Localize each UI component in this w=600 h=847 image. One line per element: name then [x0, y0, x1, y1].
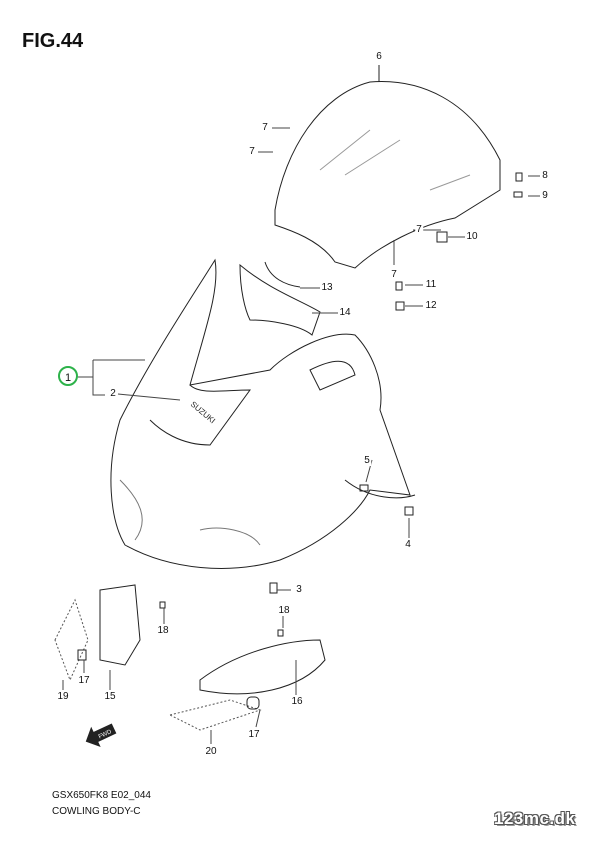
callout-8[interactable]: 8 — [541, 170, 549, 181]
callout-7[interactable]: 7 — [261, 122, 269, 133]
callout-1-highlighted[interactable]: 1 — [58, 366, 78, 386]
model-code: GSX650FK8 E02_044 — [52, 790, 151, 801]
watermark-logo: 123mc.dk — [494, 809, 576, 828]
trim-part-13 — [264, 261, 301, 288]
callout-5[interactable]: 5 — [363, 455, 371, 466]
callout-17[interactable]: 17 — [247, 729, 261, 740]
callout-18[interactable]: 18 — [156, 625, 170, 636]
callout-18[interactable]: 18 — [277, 605, 291, 616]
callout-4[interactable]: 4 — [404, 539, 412, 550]
callout-12[interactable]: 12 — [424, 300, 438, 311]
callout-15[interactable]: 15 — [103, 691, 117, 702]
callout-13[interactable]: 13 — [320, 282, 334, 293]
callout-10[interactable]: 10 — [465, 231, 479, 242]
inner-panel-part-15 — [99, 584, 141, 666]
suzuki-decal-part-2: SUZUKI — [189, 400, 217, 426]
callout-9[interactable]: 9 — [541, 190, 549, 201]
callout-20[interactable]: 20 — [204, 746, 218, 757]
figure-title: FIG.44 — [22, 30, 84, 52]
section-name: COWLING BODY-C — [52, 806, 141, 817]
callout-17[interactable]: 17 — [77, 675, 91, 686]
callout-14[interactable]: 14 — [338, 307, 352, 318]
callout-16[interactable]: 16 — [290, 696, 304, 707]
callout-3[interactable]: 3 — [295, 584, 303, 595]
callout-11[interactable]: 11 — [424, 279, 438, 290]
lower-cover-part-16 — [199, 639, 326, 695]
callout-19[interactable]: 19 — [56, 691, 70, 702]
forward-arrow-icon: FWD — [85, 723, 117, 748]
callout-6[interactable]: 6 — [375, 51, 383, 62]
panel-part-14 — [239, 263, 321, 336]
cowling-body-part-1 — [110, 258, 411, 569]
callout-7[interactable]: 7 — [248, 146, 256, 157]
svg-text:FWD: FWD — [98, 729, 114, 740]
callout-7[interactable]: 7 — [415, 224, 423, 235]
callout-2[interactable]: 2 — [109, 388, 117, 399]
mesh-part-19 — [54, 598, 89, 682]
windscreen-part-6 — [274, 81, 501, 269]
callout-7[interactable]: 7 — [390, 269, 398, 280]
